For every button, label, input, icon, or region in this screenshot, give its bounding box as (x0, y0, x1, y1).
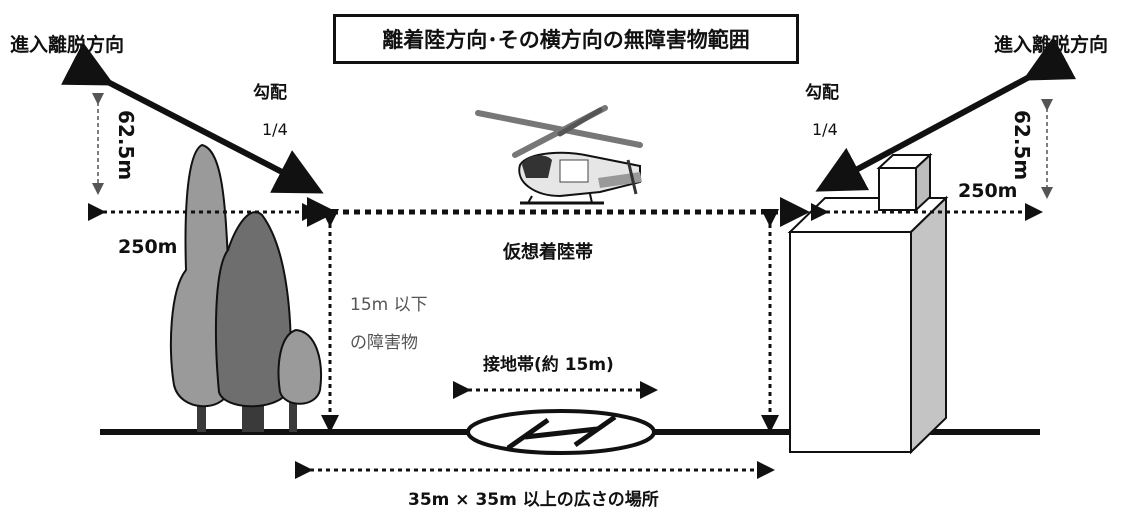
trees-icon (169, 143, 322, 432)
width-label-right: 250m (958, 180, 1018, 202)
obstacle-label-line2: の障害物 (350, 333, 418, 353)
gradient-label-left: 勾配 (253, 83, 287, 103)
height-label-left: 62.5m (114, 110, 138, 181)
approach-arrow-left (60, 42, 324, 194)
approach-label-left: 進入離脱方向 (10, 34, 125, 56)
helicopter-icon (475, 105, 643, 205)
touchdown-zone-label: 接地帯(約 15m) (483, 355, 614, 375)
height-label-right: 62.5m (1010, 110, 1034, 181)
width-label-left: 250m (118, 236, 178, 258)
approach-label-right: 進入離脱方向 (994, 34, 1109, 56)
building-icon (787, 152, 949, 455)
approach-arrow-right (815, 36, 1077, 192)
gradient-value-right: 1/4 (812, 120, 838, 139)
heliport-h-marking-icon (466, 409, 656, 455)
diagram-title: 離着陸方向･その横方向の無障害物範囲 (333, 14, 799, 64)
site-size-label: 35m × 35m 以上の広さの場所 (408, 490, 659, 510)
obstacle-label-line1: 15m 以下 (350, 295, 428, 315)
gradient-label-right: 勾配 (805, 83, 839, 103)
virtual-landing-zone-label: 仮想着陸帯 (503, 242, 593, 263)
gradient-value-left: 1/4 (262, 120, 288, 139)
